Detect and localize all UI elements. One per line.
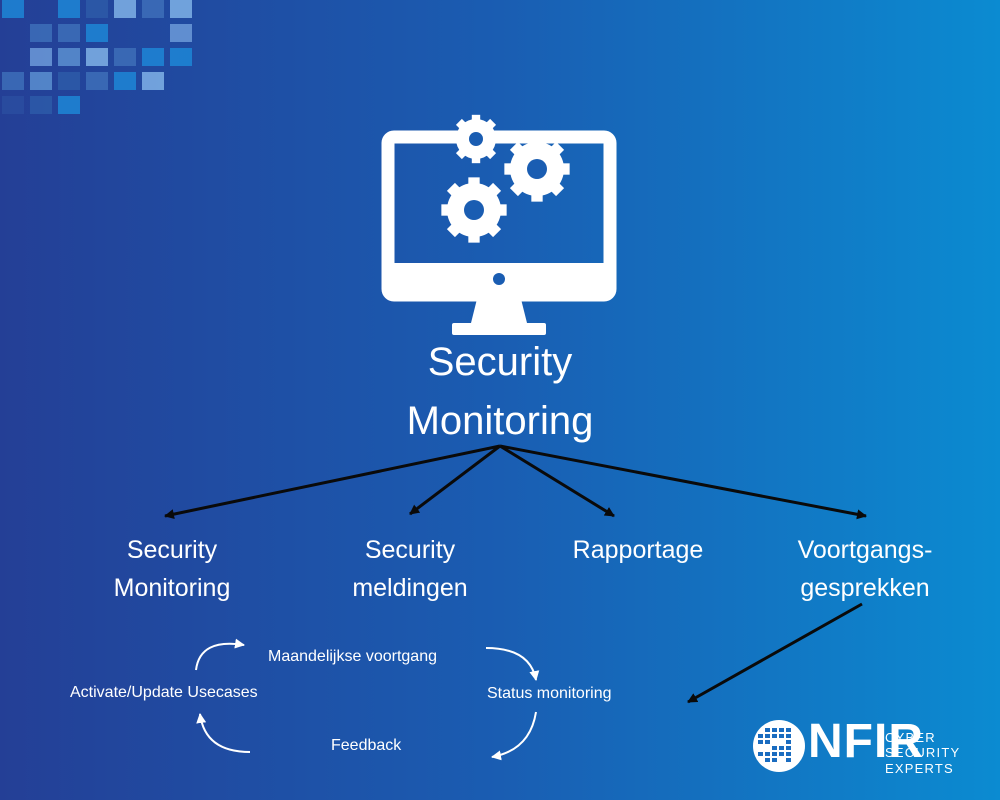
branch-line2: meldingen (352, 573, 468, 602)
gear-icon (451, 114, 501, 164)
monitor-gears-icon (381, 114, 617, 335)
branch-line1: Security (126, 536, 218, 564)
nfir-logo-mark (753, 720, 805, 772)
branch-rapportage: Rapportage (548, 532, 728, 570)
logo-tagline-line: SECURITY (885, 745, 961, 761)
logo-tagline-line: EXPERTS (885, 760, 954, 776)
hub-title-line2: Monitoring (406, 399, 594, 444)
cycle-step-status-monitoring: Status monitoring (487, 685, 612, 702)
logo-tagline-line: CYBER (885, 730, 936, 745)
cycle-step-activate-update-usecases: Activate/Update Usecases (70, 684, 258, 701)
cycle-arrow-top-left (195, 638, 245, 671)
hub-title: Security Monitoring (350, 333, 650, 451)
arrow-to-rapportage (499, 444, 615, 518)
logo-tagline: CYBER SECURITY EXPERTS (885, 730, 960, 776)
arrow-to-voortgangsgesprekken (499, 444, 867, 520)
branch-line1: Rapportage (572, 536, 704, 564)
cycle-arrow-bottom-right (491, 711, 537, 761)
branch-security-meldingen: Security meldingen (330, 532, 490, 607)
hub-title-line1: Security (427, 340, 573, 384)
logo-wordmark: NFIR (808, 715, 924, 768)
cycle-step-feedback: Feedback (331, 737, 402, 754)
pixel-pattern-decoration (2, 0, 192, 114)
branch-line2: Monitoring (113, 573, 231, 602)
cycle-arrow-top-right (485, 647, 540, 681)
arrow-to-cycle (687, 602, 863, 704)
cycle-arrow-bottom-left (196, 713, 251, 753)
gear-icon (441, 177, 507, 243)
branch-security-monitoring: Security Monitoring (92, 532, 252, 607)
branch-line2: gesprekken (800, 573, 930, 602)
cycle-step-maandelijkse-voortgang: Maandelijkse voortgang (268, 648, 437, 665)
gear-icon (504, 136, 570, 202)
branch-line1: Voortgangs- (797, 536, 933, 564)
branch-voortgangsgesprekken: Voortgangs- gesprekken (770, 532, 960, 607)
arrow-to-security-monitoring (164, 444, 501, 520)
arrow-to-security-meldingen (409, 444, 501, 516)
branch-line1: Security (364, 536, 456, 564)
